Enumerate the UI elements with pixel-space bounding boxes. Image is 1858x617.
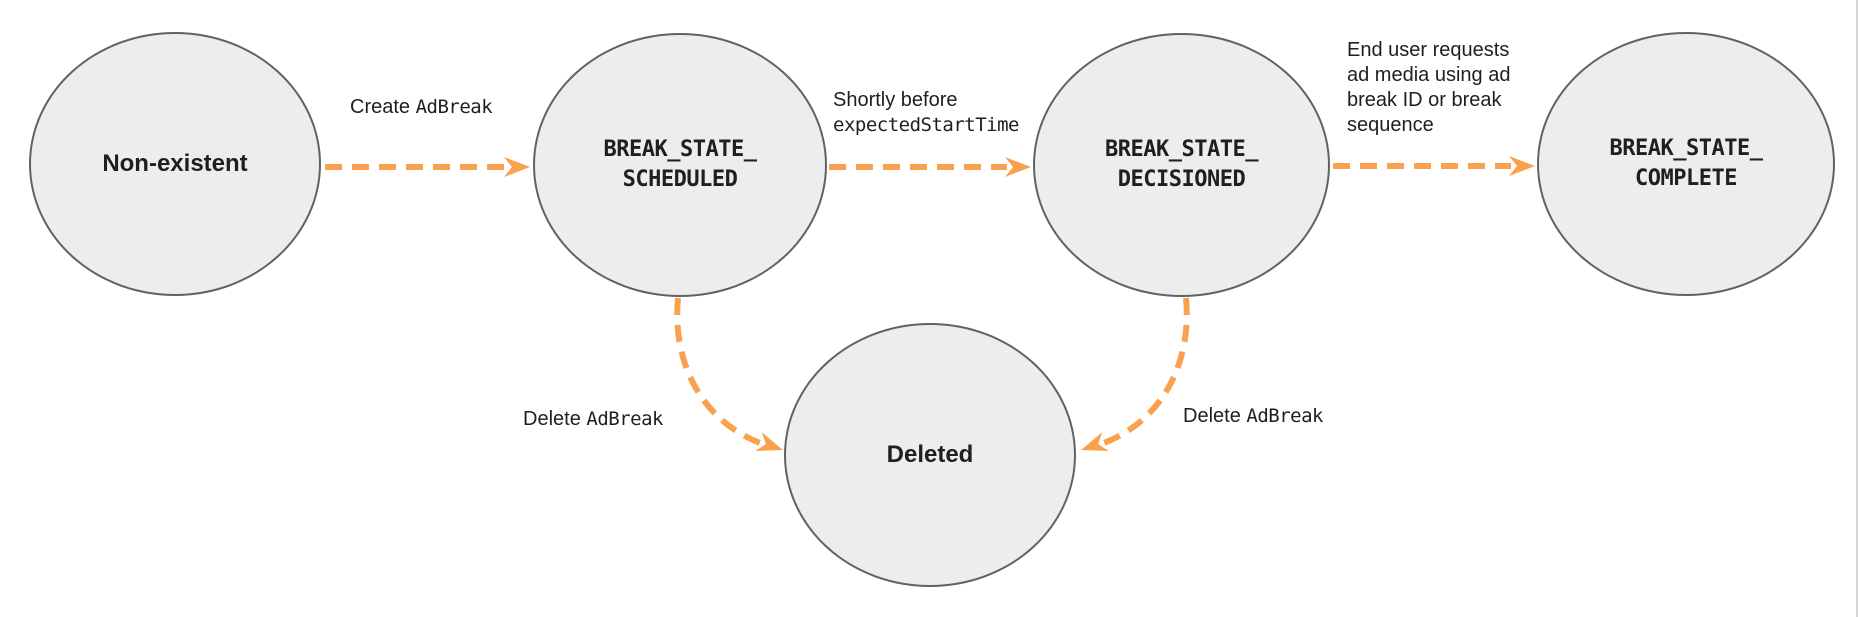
edge-delete-adbreak-right-line <box>1102 297 1190 446</box>
edge-delete-adbreak-right-arrowhead-icon <box>1081 432 1109 451</box>
state-node-label: BREAK_STATE_ <box>1609 136 1763 161</box>
state-node-break-state-decisioned: BREAK_STATE_ DECISIONED <box>1033 33 1330 297</box>
edge-label-text: End user requests <box>1347 39 1510 61</box>
edge-label-text: Create <box>350 96 416 118</box>
edge-label-delete-adbreak-left: Delete AdBreak <box>523 407 663 432</box>
state-node-label-line2: DECISIONED <box>1117 167 1246 192</box>
edge-create-adbreak-arrowhead-icon <box>504 157 530 177</box>
edge-label-code: AdBreak <box>1246 405 1323 427</box>
state-node-label-line2: COMPLETE <box>1635 166 1737 191</box>
edge-label-code: expectedStartTime <box>833 114 1019 136</box>
edge-delete-adbreak-left-line <box>674 297 762 446</box>
state-node-deleted: Deleted <box>784 323 1076 587</box>
state-node-non-existent: Non-existent <box>29 32 321 296</box>
state-node-label: Deleted <box>886 441 974 468</box>
state-node-label-line2: SCHEDULED <box>622 167 738 192</box>
state-node-label: BREAK_STATE_ <box>603 137 757 162</box>
edge-label-create-adbreak: Create AdBreak <box>350 95 493 120</box>
state-node-break-state-scheduled: BREAK_STATE_ SCHEDULED <box>533 33 827 297</box>
edge-delete-adbreak-left-arrowhead-icon <box>755 432 783 451</box>
state-node-label: Non-existent <box>102 150 248 177</box>
edge-shortly-before-arrowhead-icon <box>1005 157 1031 177</box>
edge-label-text: break ID or break <box>1347 89 1502 111</box>
edge-label-text: Delete <box>1183 405 1247 427</box>
edge-label-code: AdBreak <box>586 408 663 430</box>
edge-label-text: ad media using ad <box>1347 64 1511 86</box>
edge-label-delete-adbreak-right: Delete AdBreak <box>1183 404 1323 429</box>
edge-label-end-user-requests: End user requests ad media using ad brea… <box>1347 38 1510 138</box>
edge-label-text: Delete <box>523 408 587 430</box>
edge-label-shortly-before: Shortly before expectedStartTime <box>833 88 1019 138</box>
state-node-break-state-complete: BREAK_STATE_ COMPLETE <box>1537 32 1835 296</box>
edge-label-text: Shortly before <box>833 89 958 111</box>
edge-end-user-requests-arrowhead-icon <box>1509 156 1535 176</box>
content-right-edge <box>1856 0 1858 617</box>
edge-label-text: sequence <box>1347 114 1434 136</box>
edge-label-code: AdBreak <box>415 96 493 118</box>
state-node-label: BREAK_STATE_ <box>1105 137 1258 162</box>
